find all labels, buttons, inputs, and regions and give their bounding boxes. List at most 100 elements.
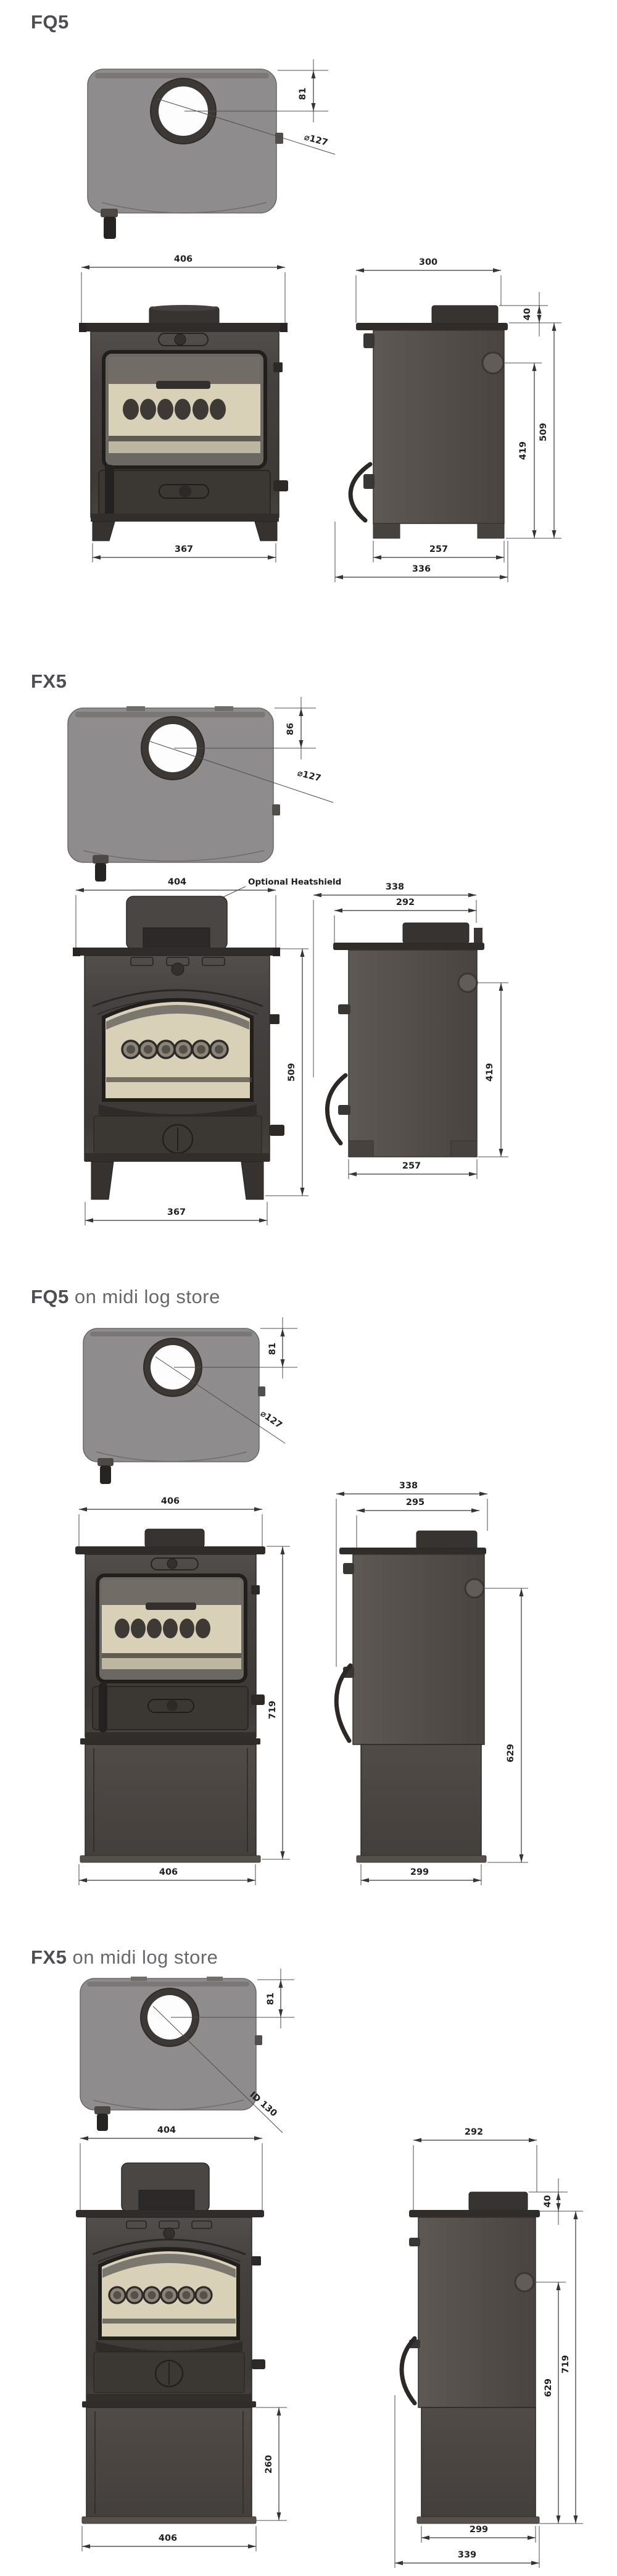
dimension-side-40: 40 [529,2178,583,2225]
top-plate [339,1548,486,1554]
store-top-plate [80,1738,260,1744]
hearth-strip [109,441,260,453]
dimension-front-404: 404 [75,877,276,948]
dimension-side-295: 295 [356,1498,479,1549]
plate-end-right [280,323,288,332]
hinge-lower [251,1694,265,1705]
fq5-front-view: 406 [79,254,288,562]
flue-collar [468,2191,528,2212]
hinge-lower [338,1105,350,1115]
store-top-plate [82,2401,256,2407]
hinge-upper [363,333,375,348]
air-control [151,1557,199,1570]
top-rear-edge [95,73,269,78]
heatshield-bracket-left [126,706,145,711]
hinge-upper [409,2238,420,2246]
brick-air-holes [123,399,226,420]
flue-collar [138,2190,195,2211]
rear-flue-outlet [481,351,505,375]
air-rosette [163,2227,175,2240]
top-front-curve [93,2099,244,2111]
door-latch [275,133,283,144]
handle-spindle [99,1683,107,1732]
dim-419: 419 [485,1063,495,1082]
arch-band-outer [92,2238,246,2256]
log-store [80,1744,261,1863]
flue-opening [159,86,208,136]
handle-mount [93,855,109,864]
baffle-bar [156,381,210,389]
dimension-top-81: 81 [184,59,328,122]
dim-292: 292 [465,2127,483,2137]
top-plate [76,2210,264,2217]
stove-side-body [418,2217,536,2408]
lower-door [92,1686,249,1730]
dimension-side-257: 257 [348,1159,478,1179]
dim-40: 40 [543,2195,553,2207]
dimension-front-406: 406 [81,254,286,323]
dimension-side-257: 257 [373,541,505,562]
dimension-top-81: 81 [171,1969,294,2028]
top-plate [75,1546,265,1554]
dimension-top-86: 86 [174,697,316,759]
top-plate [333,943,484,950]
heatshield-edge [474,928,482,944]
dim-419: 419 [518,441,528,460]
dim-81: 81 [298,88,308,100]
door-handle [97,2114,108,2131]
door-handle-pill [147,1699,194,1713]
fx5-midi-drawing: 81 ID 130 404 [76,1969,583,2568]
door-lever [399,2336,417,2406]
dim-404: 404 [168,877,186,887]
air-vents [130,957,225,966]
fq5-midi-side-view: 338 295 629 [334,1481,528,1885]
fq5-midi-top-view: 81 ⌀127 [83,1317,297,1484]
window [96,1574,247,1683]
dim-406: 406 [159,1867,178,1877]
dim-300: 300 [419,257,437,267]
base-strip [85,1153,270,1162]
title-bold: FQ5 [31,11,69,33]
fx5-side-view: 338 292 419 [313,882,508,1179]
dim-299: 299 [410,1867,429,1877]
baffle-bar [146,1603,196,1610]
dimension-side-629: 629 [485,1588,528,1863]
leg-right [254,521,278,541]
leg-right [241,1161,264,1200]
dimension-side-629: 629 [534,2282,566,2524]
dim-404: 404 [157,2125,176,2135]
fx5-front-view: 404 [73,877,308,1225]
rear-flue-outlet [457,972,478,993]
dim-509: 509 [539,423,549,441]
hinge-lower [252,2359,265,2369]
store-plinth [416,2516,540,2524]
dimension-side-339: 339 [394,2395,540,2568]
flue-opening [147,1995,192,2040]
dimension-front-367: 367 [85,1202,268,1225]
leg-left [91,1161,114,1200]
section-title-fq5-midi: FQ5 on midi log store [31,1286,220,1308]
fq5-side-view: 300 40 419 [334,257,561,582]
handle-mount [94,2106,110,2114]
flue-collar [431,305,499,325]
base-strip [85,1732,256,1738]
plate-end-left [79,323,86,332]
window [98,2248,240,2340]
flue-opening [151,1345,195,1390]
dim-338: 338 [386,882,404,892]
hinge-upper [338,1004,350,1014]
fx5-midi-top-view: 81 ID 130 [80,1969,294,2133]
dim-257: 257 [429,544,448,554]
dim-509: 509 [287,1063,297,1082]
hearth-strip [102,1658,241,1669]
dim-719: 719 [561,2355,571,2374]
heatshield-bracket-right [207,1977,223,1981]
dimension-side-299: 299 [421,2525,536,2543]
top-plate [80,323,286,331]
title-rest: on midi log store [68,1286,220,1307]
log-retainer [106,1077,252,1082]
dimension-side-299: 299 [360,1864,482,1885]
section-title-fx5: FX5 [31,670,67,693]
brick-air-holes [121,1040,229,1059]
hinge-lower [363,474,375,489]
